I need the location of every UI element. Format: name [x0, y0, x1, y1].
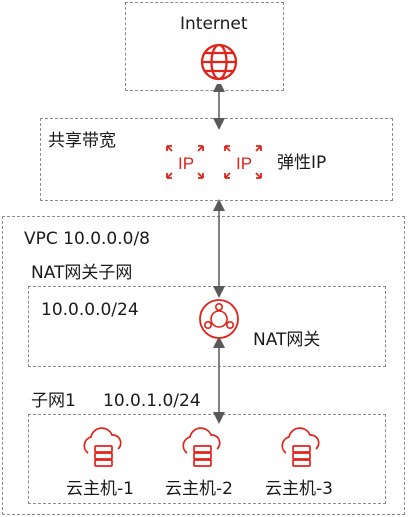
server-2-label: 云主机-2 [165, 479, 233, 499]
svg-text:IP: IP [236, 154, 252, 173]
nat-subnet-box [28, 286, 386, 367]
nat-subnet-cidr: 10.0.0.0/24 [41, 300, 139, 320]
internet-label: Internet [180, 14, 248, 34]
vpc-label: VPC 10.0.0.0/8 [24, 229, 150, 249]
cloud-server-icon-1 [83, 427, 122, 467]
shared-bandwidth-label: 共享带宽 [48, 131, 116, 151]
eip-icon-1: IP [160, 136, 210, 186]
vpc-box [2, 216, 405, 515]
nat-subnet-label: NAT网关子网 [31, 263, 133, 283]
cloud-server-icon-3 [281, 427, 320, 467]
nat-gateway-icon [199, 299, 239, 339]
subnet1-cidr: 10.0.1.0/24 [103, 391, 201, 411]
server-1-label: 云主机-1 [66, 479, 134, 499]
internet-box [125, 2, 284, 91]
eip-icon-2: IP [218, 136, 268, 186]
server-3-label: 云主机-3 [265, 479, 333, 499]
cloud-server-icon-2 [182, 427, 221, 467]
eip-label: 弹性IP [277, 153, 327, 173]
globe-icon [197, 43, 241, 84]
subnet1-box [28, 414, 386, 504]
svg-text:IP: IP [178, 154, 194, 173]
nat-gateway-label: NAT网关 [253, 330, 321, 350]
subnet1-label: 子网1 [31, 391, 76, 411]
